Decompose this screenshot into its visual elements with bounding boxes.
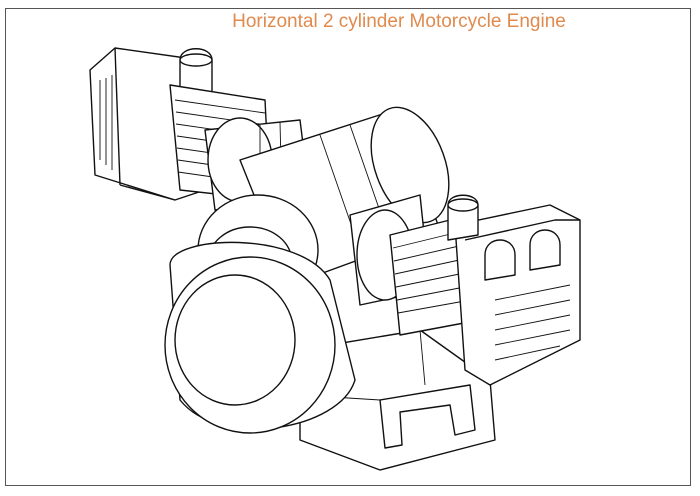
right-cylinder-head xyxy=(448,195,580,385)
